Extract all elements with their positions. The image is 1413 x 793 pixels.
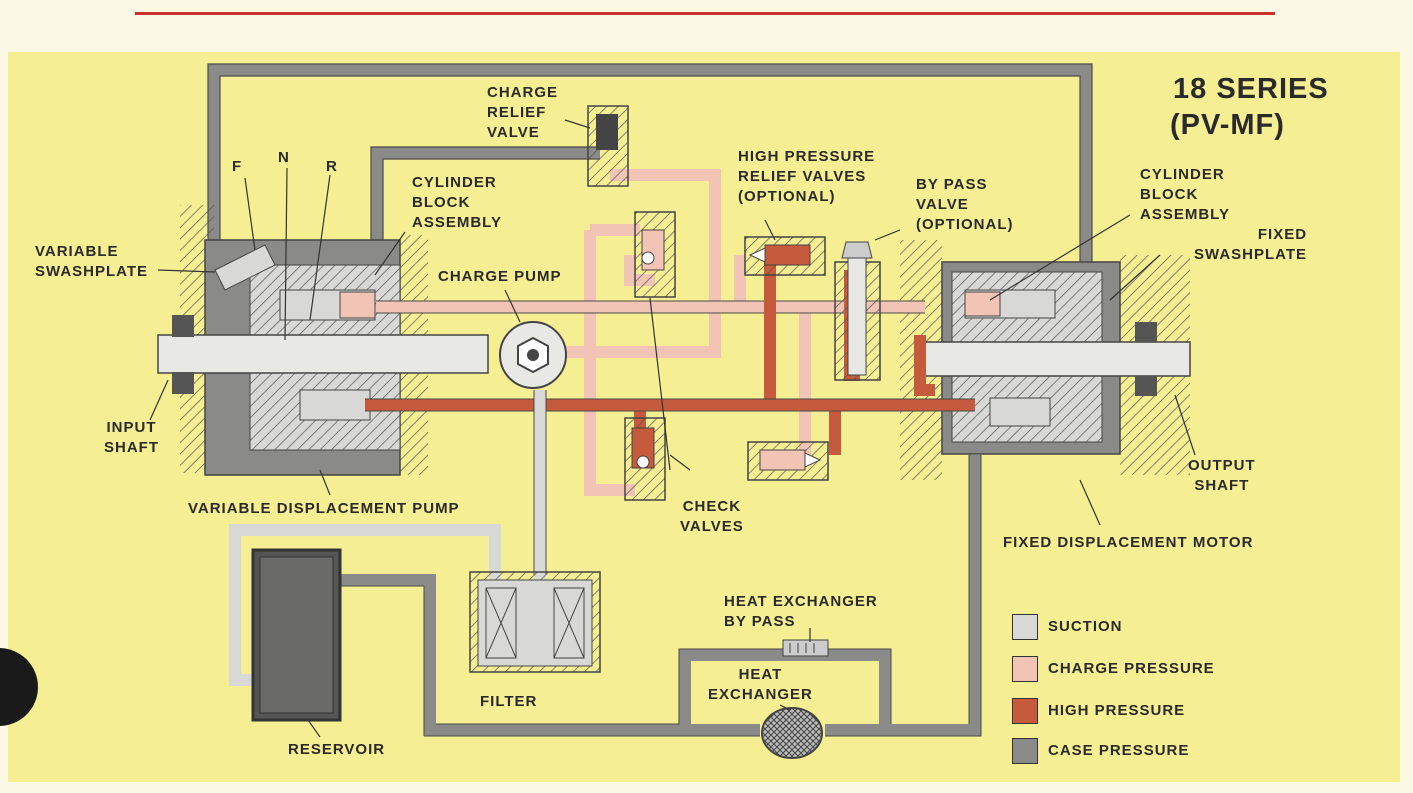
legend-swatch — [1012, 614, 1038, 640]
case-return-lines — [340, 455, 981, 736]
reservoir — [251, 548, 342, 722]
label-reservoir: RESERVOIR — [288, 741, 386, 758]
label-charge-relief-valve: CHARGE RELIEF VALVE — [487, 84, 559, 141]
heat-exchanger — [761, 707, 823, 759]
leader-lines — [149, 119, 1196, 738]
case-drain-line — [208, 64, 1092, 268]
bypass-valve — [834, 241, 881, 381]
charge-relief-valve — [587, 105, 629, 187]
label-f: F — [232, 158, 243, 175]
label-fixed-displacement-motor: FIXED DISPLACEMENT MOTOR — [1003, 534, 1254, 551]
heat-exchanger-bypass-valve — [782, 639, 829, 657]
label-high-pressure-relief-valves: HIGH PRESSURE RELIEF VALVES (OPTIONAL) — [738, 148, 876, 205]
diagram-title-line1: 18 SERIES — [1173, 73, 1329, 105]
label-cylinder-block-left: CYLINDER BLOCK ASSEMBLY — [412, 174, 502, 231]
label-bypass-valve: BY PASS VALVE (OPTIONAL) — [916, 176, 1014, 233]
legend-item-suction: SUCTION — [1012, 614, 1312, 642]
legend-item-case-pressure: CASE PRESSURE — [1012, 738, 1312, 766]
legend-label: CHARGE PRESSURE — [1048, 660, 1215, 677]
legend-label: SUCTION — [1048, 618, 1123, 635]
label-check-valves: CHECK VALVES — [680, 498, 744, 535]
top-rule — [135, 12, 1275, 15]
label-variable-displacement-pump: VARIABLE DISPLACEMENT PUMP — [188, 500, 460, 517]
label-output-shaft: OUTPUT SHAFT — [1188, 457, 1256, 494]
output-shaft — [924, 322, 1191, 396]
label-r: R — [326, 158, 338, 175]
label-input-shaft: INPUT SHAFT — [104, 419, 159, 456]
legend-swatch — [1012, 656, 1038, 682]
filter — [469, 571, 601, 673]
legend-item-charge-pressure: CHARGE PRESSURE — [1012, 656, 1312, 684]
diagram-title-line2: (PV-MF) — [1170, 109, 1285, 141]
legend-swatch — [1012, 738, 1038, 764]
label-filter: FILTER — [480, 693, 538, 710]
legend-swatch — [1012, 698, 1038, 724]
hp-relief-valve-lower — [747, 441, 829, 481]
charge-pump — [499, 321, 567, 389]
legend-label: HIGH PRESSURE — [1048, 702, 1186, 719]
input-shaft — [157, 315, 489, 394]
check-valve-lower — [624, 417, 666, 501]
hp-relief-valve-upper — [744, 236, 826, 276]
label-fixed-swashplate: FIXED SWASHPLATE — [1194, 226, 1308, 263]
label-heat-exchanger-bypass: HEAT EXCHANGER BY PASS — [724, 593, 878, 630]
legend-label: CASE PRESSURE — [1048, 742, 1190, 759]
check-valve-upper — [634, 211, 676, 298]
label-charge-pump: CHARGE PUMP — [438, 268, 562, 285]
legend-item-high-pressure: HIGH PRESSURE — [1012, 698, 1312, 726]
suction-lines — [229, 390, 546, 686]
label-heat-exchanger: HEAT EXCHANGER — [708, 666, 813, 703]
label-cylinder-block-right: CYLINDER BLOCK ASSEMBLY — [1140, 166, 1230, 223]
label-n: N — [278, 149, 290, 166]
label-variable-swashplate: VARIABLE SWASHPLATE — [35, 243, 149, 280]
